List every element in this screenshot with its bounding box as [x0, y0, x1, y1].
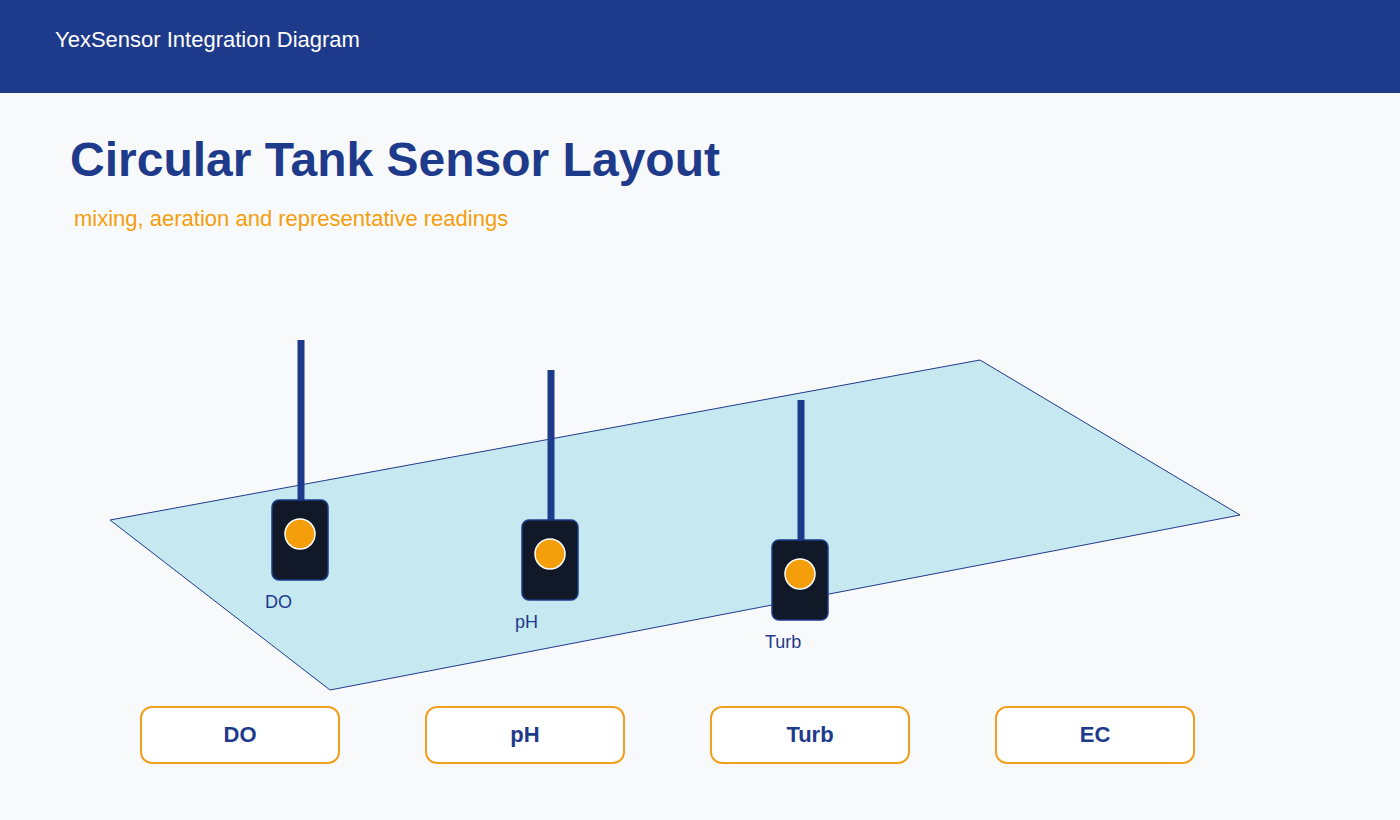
probe-label: Turb [765, 632, 801, 653]
reading-name: pH [510, 722, 539, 748]
do-probe [272, 340, 328, 580]
probe-cable [548, 370, 555, 522]
ph-probe [522, 370, 578, 600]
reading-box: DO [140, 706, 340, 764]
subtitle: mixing, aeration and representative read… [74, 206, 508, 232]
reading-box: Turb [710, 706, 910, 764]
reading-name: Turb [786, 722, 833, 748]
probe-sensor [785, 559, 815, 589]
probe-sensor [285, 519, 315, 549]
probe-sensor [535, 539, 565, 569]
reading-name: EC [1080, 722, 1111, 748]
probe-cable [298, 340, 305, 502]
reading-box: EC [995, 706, 1195, 764]
reading-box: pH [425, 706, 625, 764]
probe-body [272, 500, 328, 580]
probe-label: DO [265, 592, 292, 613]
reading-name: DO [224, 722, 257, 748]
probe-cable [798, 400, 805, 542]
probe-body [522, 520, 578, 600]
header-bar [0, 0, 1400, 93]
tank-surface [110, 360, 1240, 690]
header-text: YexSensor Integration Diagram [55, 27, 360, 53]
page-title: Circular Tank Sensor Layout [70, 132, 720, 187]
probe-body [772, 540, 828, 620]
turb-probe [772, 400, 828, 620]
probe-label: pH [515, 612, 538, 633]
